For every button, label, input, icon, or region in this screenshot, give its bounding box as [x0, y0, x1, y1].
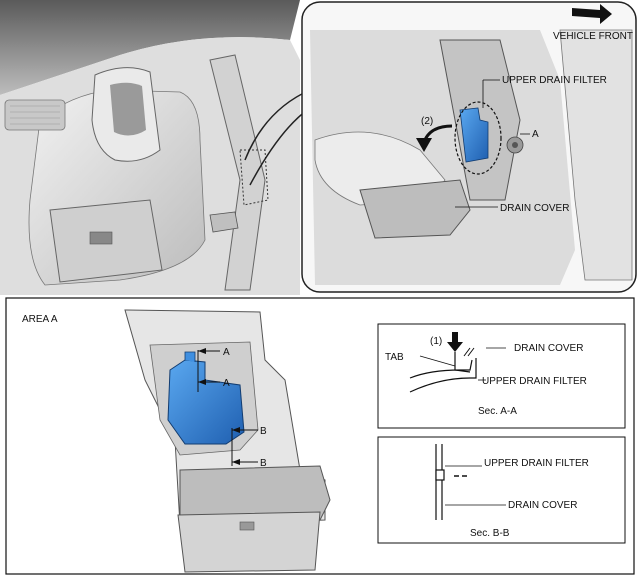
label-sec-bb: Sec. B-B: [470, 528, 510, 539]
label-upper-drain-filter-aa: UPPER DRAIN FILTER: [482, 376, 587, 387]
label-drain-cover-aa: DRAIN COVER: [514, 343, 583, 354]
section-bb-drawing: [435, 444, 506, 520]
label-drain-cover-bb: DRAIN COVER: [508, 500, 577, 511]
cabin-illustration: [0, 0, 300, 296]
label-section-b-bottom: B: [260, 458, 267, 469]
label-step-2: (2): [421, 116, 433, 127]
label-point-a: A: [532, 129, 539, 140]
label-tab: TAB: [385, 352, 404, 363]
label-section-b-top: B: [260, 426, 267, 437]
label-upper-drain-filter-top: UPPER DRAIN FILTER: [502, 75, 607, 86]
section-bb-box: [377, 436, 626, 544]
label-section-a-top: A: [223, 347, 230, 358]
detail-callout: [244, 1, 637, 293]
label-sec-aa: Sec. A-A: [478, 406, 517, 417]
section-aa-drawing: [409, 347, 506, 393]
label-drain-cover-top: DRAIN COVER: [500, 203, 569, 214]
label-area-a: AREA A: [22, 314, 58, 325]
section-aa-box: [377, 323, 626, 429]
label-upper-drain-filter-bb: UPPER DRAIN FILTER: [484, 458, 589, 469]
label-vehicle-front: VEHICLE FRONT: [553, 31, 633, 42]
push-arrow-icon: [447, 332, 463, 352]
label-section-a-bottom: A: [223, 378, 230, 389]
area-a-illustration: [124, 309, 331, 573]
label-step-1: (1): [430, 336, 442, 347]
